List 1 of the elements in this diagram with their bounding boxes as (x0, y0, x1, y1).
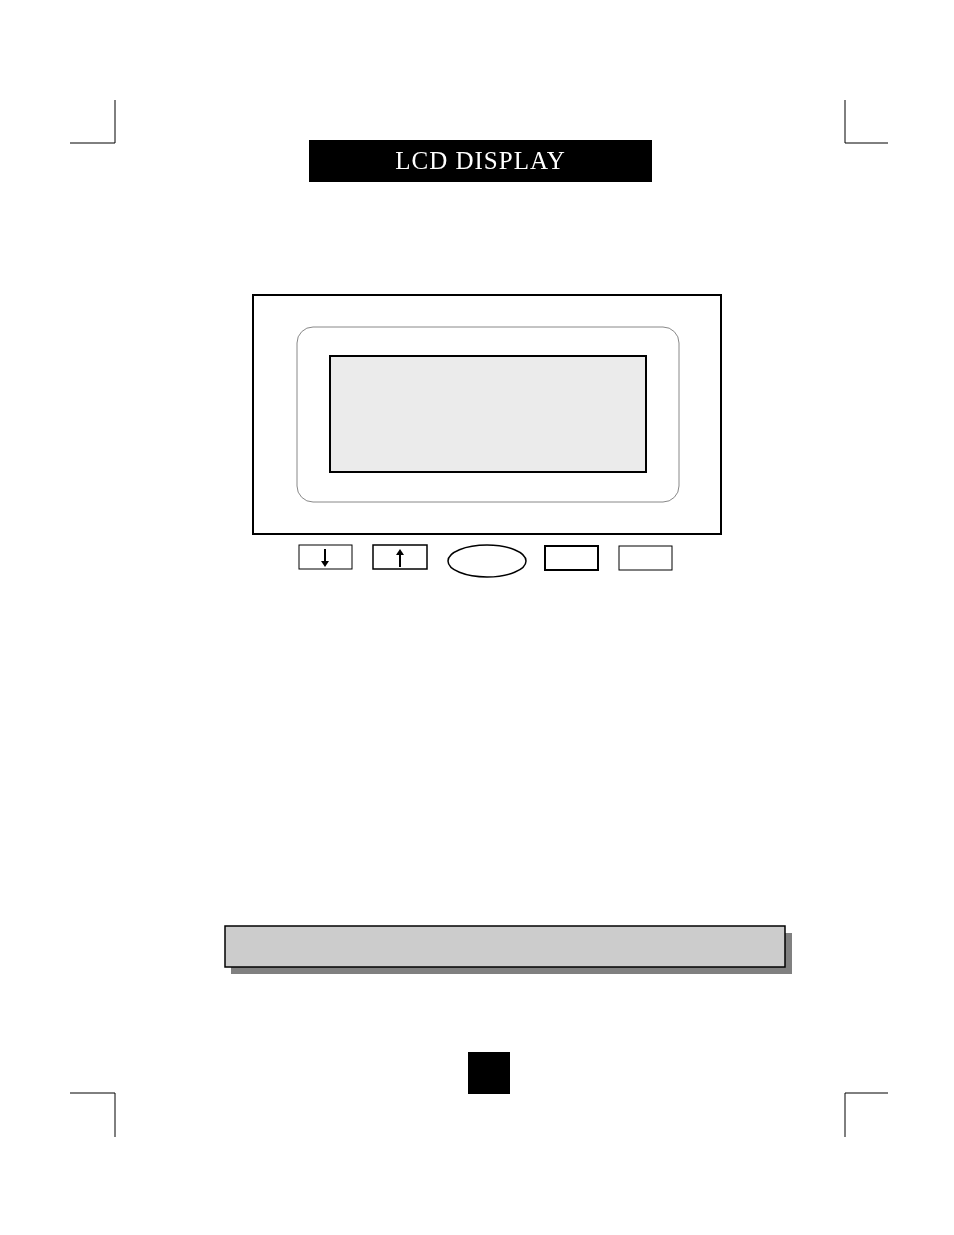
page-title: LCD DISPLAY (309, 140, 652, 182)
